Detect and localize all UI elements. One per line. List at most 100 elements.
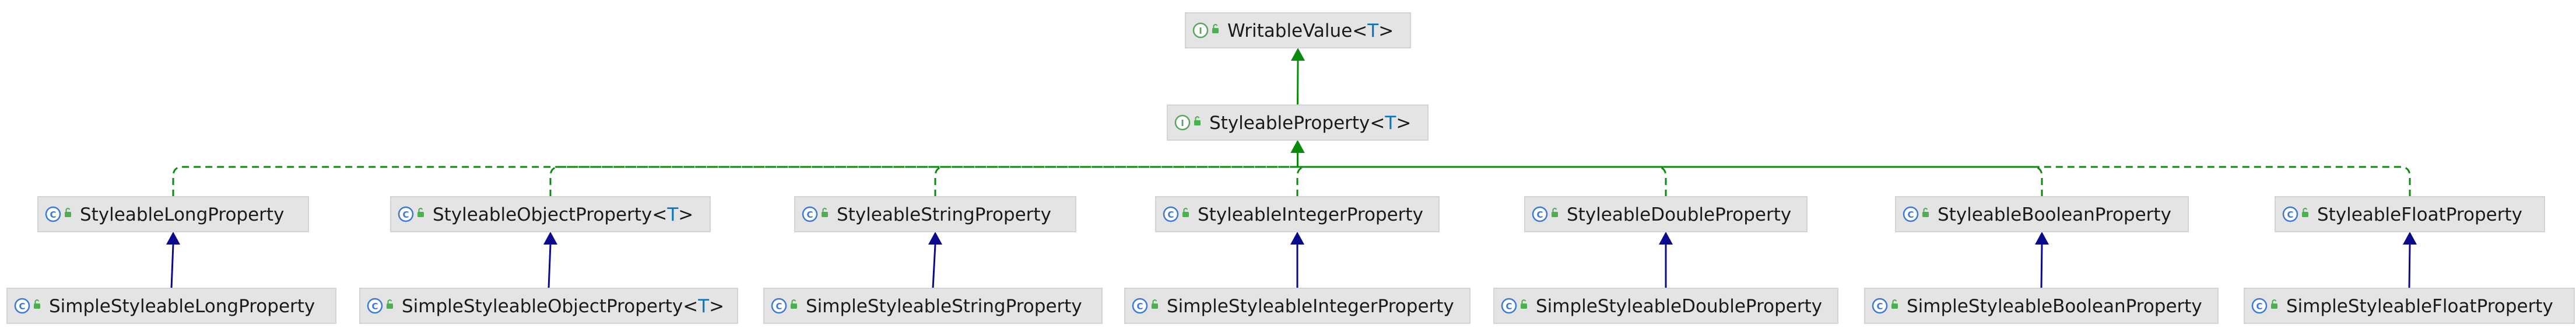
generic-close: > [678, 204, 693, 225]
lock-body [387, 303, 393, 309]
node-label: StyleableProperty<T> [1209, 113, 1411, 134]
lock-body [1521, 303, 1527, 309]
lock-shackle [1195, 116, 1200, 120]
icon-circle [398, 206, 414, 222]
arrowhead [166, 232, 180, 245]
node-label: StyleableObjectProperty<T> [433, 204, 693, 225]
generic-close: > [709, 296, 724, 317]
class-name: StyleableBooleanProperty [1938, 204, 2171, 225]
node-label: SimpleStyleableIntegerProperty [1167, 296, 1454, 317]
lock-body [1152, 303, 1158, 309]
type-parameter: T [1367, 20, 1379, 41]
icon-circle [771, 298, 787, 314]
node-box [1167, 104, 1429, 141]
edge-line [548, 244, 552, 289]
edge-line [934, 153, 1298, 197]
class-name: StyleableFloatProperty [2317, 204, 2522, 225]
class-name: WritableValue [1227, 20, 1352, 41]
interface-icon: I [1174, 114, 1191, 131]
node-label: StyleableBooleanProperty [1938, 204, 2171, 225]
node-box [1185, 12, 1411, 48]
type-parameter: T [697, 296, 710, 317]
edge-extends-ss_boolean [2035, 232, 2049, 289]
node-box [1124, 288, 1471, 324]
edge-implements-s_float [1290, 140, 2411, 197]
edge-line [172, 153, 1298, 197]
public-lock-icon [822, 208, 828, 217]
lock-body [2302, 212, 2308, 217]
lock-shackle [1521, 299, 1526, 303]
node-box [359, 288, 738, 324]
arrowhead [1291, 48, 1305, 61]
lock-body [1552, 212, 1558, 217]
node-box [794, 196, 1076, 232]
public-lock-icon [1552, 208, 1558, 217]
lock-shackle [791, 299, 796, 303]
edge-extends-ss_long [166, 232, 180, 289]
node-label: SimpleStyleableStringProperty [806, 296, 1082, 317]
edge-implements-s_boolean [1290, 140, 2043, 197]
arrowhead [1659, 232, 1673, 245]
edge-implements-s_double [1290, 140, 1667, 197]
node-label: SimpleStyleableObjectProperty<T> [402, 296, 724, 317]
edge-line [2040, 244, 2043, 289]
class-name: SimpleStyleableStringProperty [806, 296, 1082, 317]
icon-circle [802, 206, 818, 222]
edge-extends-interface-styleable [1291, 48, 1305, 106]
edge-line [1297, 153, 1667, 197]
node-s_object[interactable]: C StyleableObjectProperty<T> [390, 196, 711, 232]
class-icon: C [1163, 206, 1179, 222]
public-lock-icon [65, 208, 71, 217]
public-lock-icon [1922, 208, 1929, 217]
icon-circle [1174, 114, 1191, 131]
class-icon: C [45, 206, 61, 222]
edge-line [1297, 153, 2043, 197]
class-name: StyleableObjectProperty [433, 204, 652, 225]
icon-circle [1132, 298, 1148, 314]
node-styleable[interactable]: I StyleableProperty<T> [1167, 104, 1429, 141]
edge-extends-ss_integer [1290, 232, 1304, 288]
public-lock-icon [1194, 116, 1201, 125]
edge-extends-ss_object [543, 232, 557, 289]
class-icon: C [398, 206, 414, 222]
class-name: StyleableDoubleProperty [1567, 204, 1791, 225]
lock-body [791, 303, 797, 309]
icon-circle [14, 298, 30, 314]
class-icon: C [1872, 298, 1888, 314]
lock-shackle [1183, 208, 1188, 212]
public-lock-icon [1521, 299, 1527, 309]
edge-line [549, 153, 1298, 197]
lock-shackle [1552, 208, 1557, 212]
icon-letter: C [1876, 301, 1883, 312]
public-lock-icon [1182, 208, 1189, 217]
node-box [2244, 288, 2575, 324]
icon-circle [1872, 298, 1888, 314]
lock-shackle [1152, 299, 1157, 303]
icon-circle [1192, 22, 1209, 39]
lock-shackle [34, 299, 40, 303]
lock-body [65, 212, 71, 217]
generic-open: < [652, 204, 667, 225]
lock-body [1212, 28, 1219, 33]
lock-shackle [1892, 299, 1897, 303]
icon-circle [45, 206, 61, 222]
class-name: SimpleStyleableLongProperty [49, 296, 315, 317]
public-lock-icon [417, 208, 424, 217]
node-box [390, 196, 711, 232]
